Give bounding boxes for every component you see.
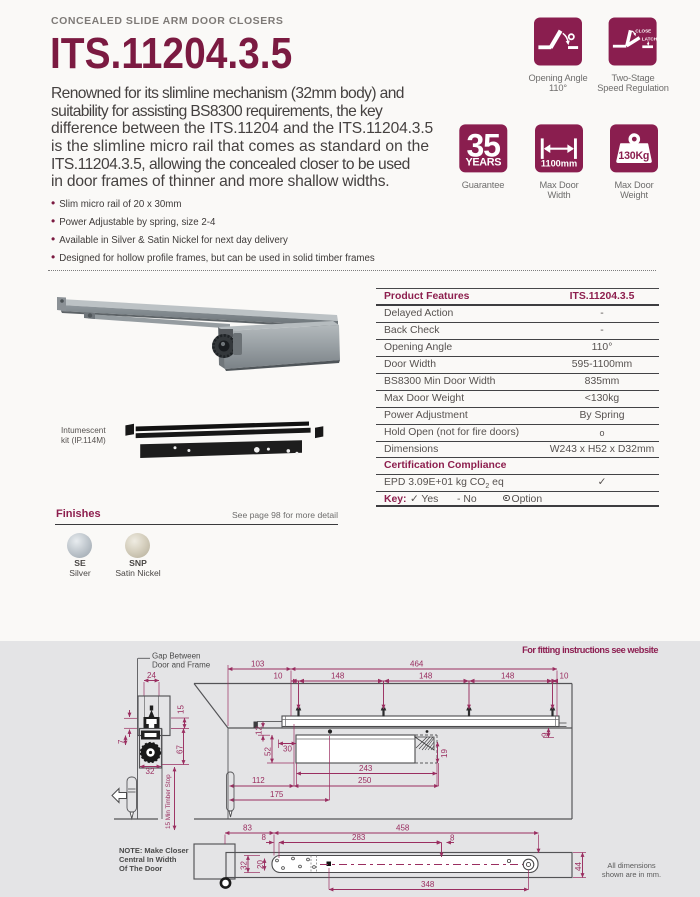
svg-text:All dimensions: All dimensions <box>607 861 656 870</box>
svg-text:20: 20 <box>256 860 265 869</box>
svg-text:8: 8 <box>450 834 455 843</box>
svg-text:CLOSE: CLOSE <box>635 29 651 34</box>
svg-text:83: 83 <box>243 823 252 832</box>
svg-text:67: 67 <box>176 745 185 754</box>
svg-text:8: 8 <box>262 833 267 842</box>
svg-text:458: 458 <box>396 823 410 832</box>
svg-text:15 Min Timber Stop: 15 Min Timber Stop <box>165 774 172 829</box>
svg-text:24: 24 <box>147 671 156 680</box>
svg-text:243: 243 <box>359 764 373 773</box>
svg-text:348: 348 <box>421 880 435 889</box>
svg-text:32: 32 <box>240 861 249 870</box>
svg-text:148: 148 <box>419 671 433 680</box>
svg-text:Central In Width: Central In Width <box>119 855 177 864</box>
svg-text:12: 12 <box>255 726 264 735</box>
svg-text:148: 148 <box>331 671 345 680</box>
svg-text:52: 52 <box>264 747 273 756</box>
svg-text:10: 10 <box>560 671 569 680</box>
svg-text:44: 44 <box>574 862 583 871</box>
svg-text:32: 32 <box>146 767 155 776</box>
svg-text:Door and Frame: Door and Frame <box>152 661 211 670</box>
svg-text:250: 250 <box>358 776 372 785</box>
svg-text:283: 283 <box>352 833 366 842</box>
svg-text:1100mm: 1100mm <box>541 159 577 169</box>
svg-text:35: 35 <box>466 127 500 163</box>
svg-text:112: 112 <box>252 776 265 785</box>
svg-text:Gap Between: Gap Between <box>152 652 200 661</box>
svg-text:7: 7 <box>117 739 126 744</box>
svg-text:130Kg: 130Kg <box>618 150 649 162</box>
svg-text:19: 19 <box>440 749 449 758</box>
svg-text:148: 148 <box>501 671 515 680</box>
svg-text:30: 30 <box>283 745 292 754</box>
svg-text:175: 175 <box>270 790 284 799</box>
svg-text:15: 15 <box>177 705 186 714</box>
svg-text:NOTE: Make Closer: NOTE: Make Closer <box>119 846 189 855</box>
svg-text:464: 464 <box>410 659 424 668</box>
svg-text:Of The Door: Of The Door <box>119 864 162 873</box>
svg-text:103: 103 <box>251 659 265 668</box>
svg-text:LATCH: LATCH <box>642 37 658 42</box>
svg-text:10: 10 <box>274 671 283 680</box>
svg-text:YEARS: YEARS <box>465 157 501 169</box>
svg-text:shown are in mm.: shown are in mm. <box>602 870 661 879</box>
svg-text:9: 9 <box>541 732 550 737</box>
